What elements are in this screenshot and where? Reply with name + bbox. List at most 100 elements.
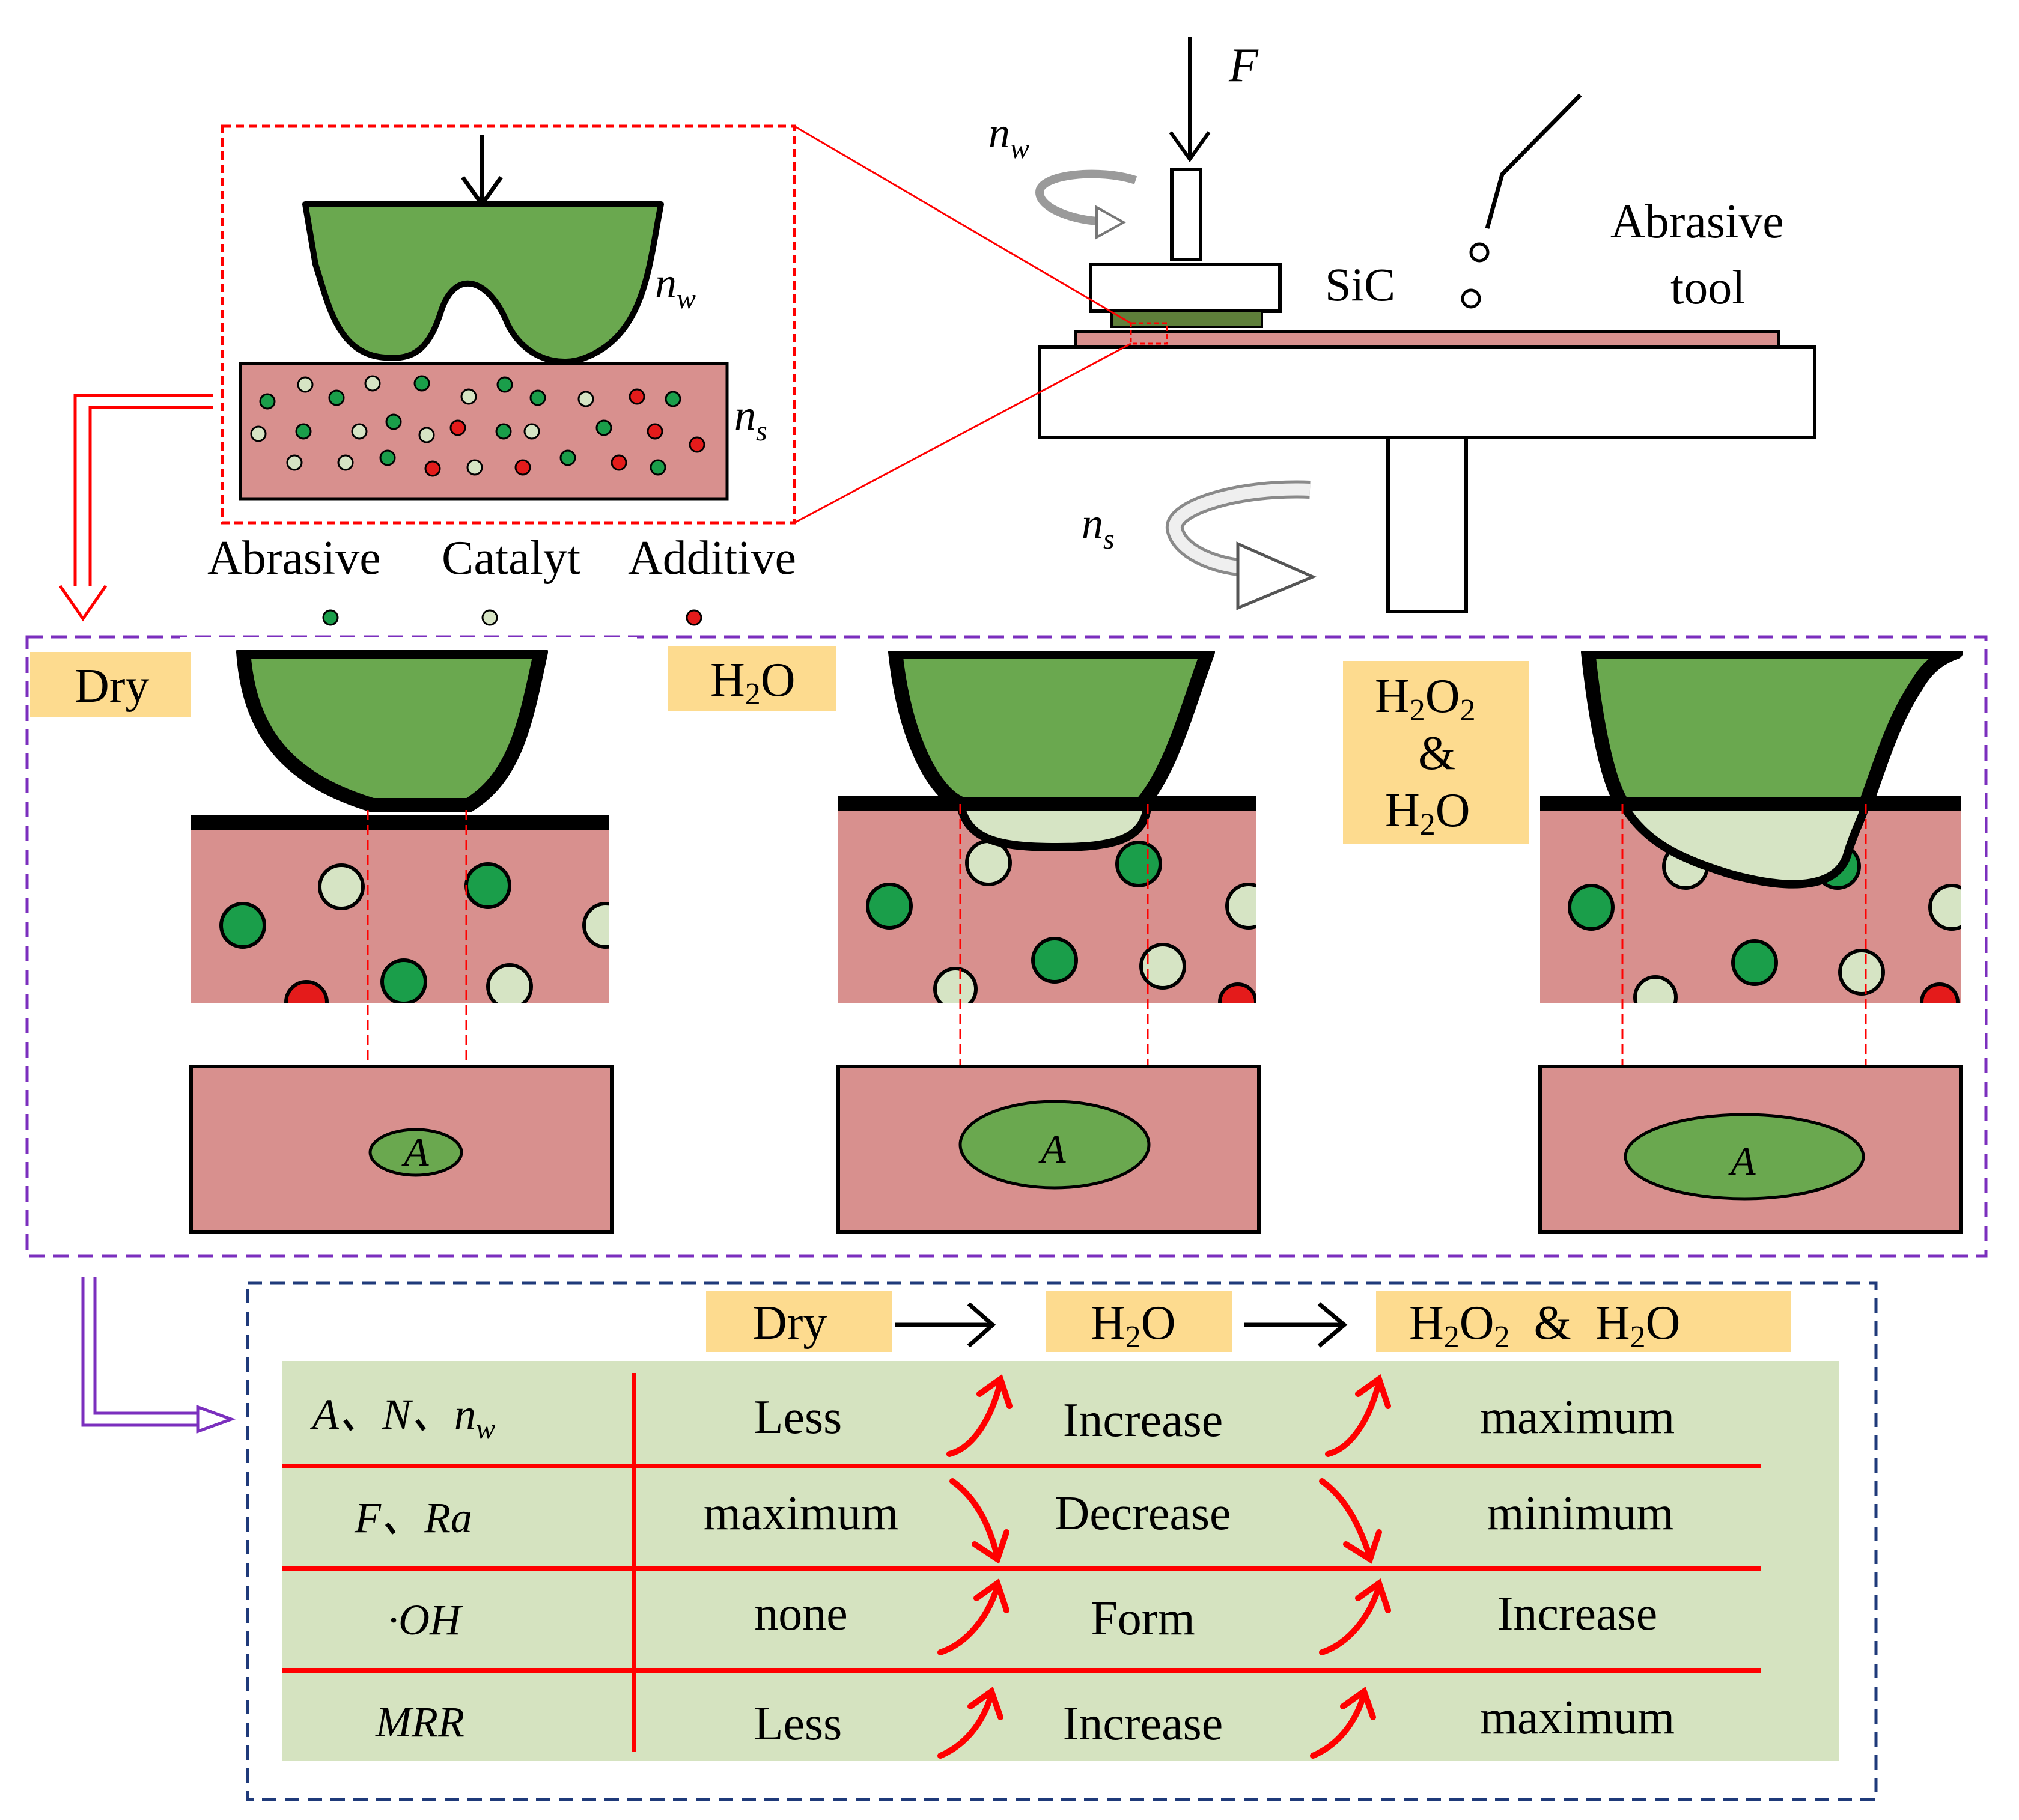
label-h2o-bg [668,646,836,711]
row-mix-value: minimum [1487,1487,1673,1540]
header-mix-bg [1376,1291,1791,1352]
h2o-abrasive-grain [888,645,1215,811]
panel-to-summary-connector [81,1277,198,1427]
label-h2o2-bg [1343,661,1529,844]
legend-label-additive: Additive [628,532,796,585]
table-row: F、Ra maximum Decrease minimum [354,1478,1674,1564]
summary-table-bg [282,1361,1839,1761]
header-dry-bg [706,1291,892,1352]
table-row: MRR Less Increase maximum [375,1687,1675,1759]
row-dry-value: Less [754,1697,842,1750]
rotation-s-label: ns [1082,499,1115,555]
rotation-s-icon [1166,480,1317,610]
trend-up-arrow [1310,1687,1376,1759]
h2o-contact-area-label: A [1038,1126,1066,1172]
dry-contact-area [368,1128,463,1177]
condition-h2o2-h2o: H2O2 & H2O A [1343,639,1985,1234]
panel-to-summary-arrowhead [196,1405,236,1434]
h2o2-softened-layer [1618,800,1870,889]
zoom-marker [1130,322,1168,345]
row-param: ·OH [388,1596,463,1644]
row-dry-value: none [754,1587,848,1640]
row-param: A、N、nw [310,1390,495,1445]
inset-abrasive-grain [302,201,664,365]
slurry-nozzle [1485,93,1582,229]
inset-to-panel-connector [73,394,213,588]
trend-up-arrow [1319,1578,1391,1655]
trend-down-arrow [949,1478,1010,1564]
workpiece-holder [1089,263,1282,313]
h2o2-abrasive-grain [1581,645,1963,811]
tool-label-line1: Abrasive [1610,195,1784,248]
row-h2o-value: Decrease [1055,1487,1231,1540]
rotation-w-icon [1035,169,1137,240]
legend-label-catalyst: Catalyt [442,532,580,585]
h2o-softened-layer [956,800,1152,851]
header-dry: Dry [752,1297,827,1350]
inset-frame [221,124,796,525]
legend-additive-dot [686,609,702,626]
header-h2o-bg [1046,1291,1232,1352]
polishing-apparatus: F nw SiC Abrasive tool ns [794,37,1816,613]
particle-legend: Abrasive Catalyt Additive [207,532,796,626]
row-mix-value: maximum [1480,1391,1675,1444]
trend-up-arrow [937,1687,1003,1759]
force-label: F [1228,39,1259,92]
label-h2o2-line2: & [1418,727,1455,780]
label-dry-bg [30,652,191,717]
dry-contact-area-label: A [401,1129,429,1175]
trend-up-arrow [1325,1374,1391,1457]
zoom-guide-bottom [794,342,1131,524]
rotation-w-label: nw [988,109,1029,165]
summary-header: Dry H2O H2O2&H2O [706,1291,1791,1354]
table-row: A、N、nw Less Increase maximum [310,1374,1675,1457]
trend-up-arrow [937,1578,1010,1655]
zoom-guide-top [794,125,1131,324]
header-mix: H2O2&H2O [1409,1297,1680,1354]
header-arrow-2 [1244,1302,1348,1348]
inset-rotation-w-label: nw [655,259,696,315]
header-h2o: H2O [1091,1297,1176,1354]
sic-label: SiC [1325,258,1395,311]
h2o2-contact-area-label: A [1728,1138,1756,1184]
dry-contact-pad [189,1065,614,1234]
inset-rotation-s-label: ns [734,391,767,447]
legend-abrasive-dot [322,609,339,626]
label-h2o2-line3: H2O [1385,784,1470,842]
h2o2-contact-area [1624,1113,1865,1201]
slurry-drop [1469,242,1490,263]
label-dry: Dry [75,660,149,713]
summary-frame [246,1281,1878,1801]
condition-dry: Dry A [30,637,637,1234]
h2o-contact-area [958,1100,1151,1190]
label-h2o2-line1: H2O2 [1375,670,1476,728]
zoom-inset: nw [221,124,796,525]
trend-up-arrow [946,1374,1013,1457]
dry-abrasive-grain [236,645,548,812]
legend-catalyst-dot [481,609,498,626]
inset-to-panel-arrowhead [58,585,108,622]
inset-pad [239,362,729,501]
row-h2o-value: Increase [1063,1697,1223,1750]
row-dry-value: Less [754,1391,842,1444]
label-h2o: H2O [710,654,796,711]
sic-wafer [1110,310,1263,328]
tool-label-line2: tool [1670,261,1745,314]
row-dry-value: maximum [704,1487,898,1540]
platen-spindle [1386,436,1468,613]
row-param: F、Ra [354,1494,472,1542]
row-mix-value: maximum [1480,1691,1675,1744]
force-arrow-head [1169,131,1211,163]
row-param: MRR [375,1698,464,1746]
dry-pad-top-line [191,815,609,830]
abrasive-tool-pad [1074,330,1780,349]
row-mix-value: Increase [1497,1587,1657,1640]
inset-particles [250,375,705,477]
conditions-frame [25,635,1988,1258]
condition-h2o: H2O A [668,639,1286,1234]
row-h2o-value: Increase [1063,1394,1223,1447]
legend-label-abrasive: Abrasive [207,532,381,585]
table-row: ·OH none Form Increase [388,1578,1657,1655]
workpiece-shaft [1170,168,1202,261]
